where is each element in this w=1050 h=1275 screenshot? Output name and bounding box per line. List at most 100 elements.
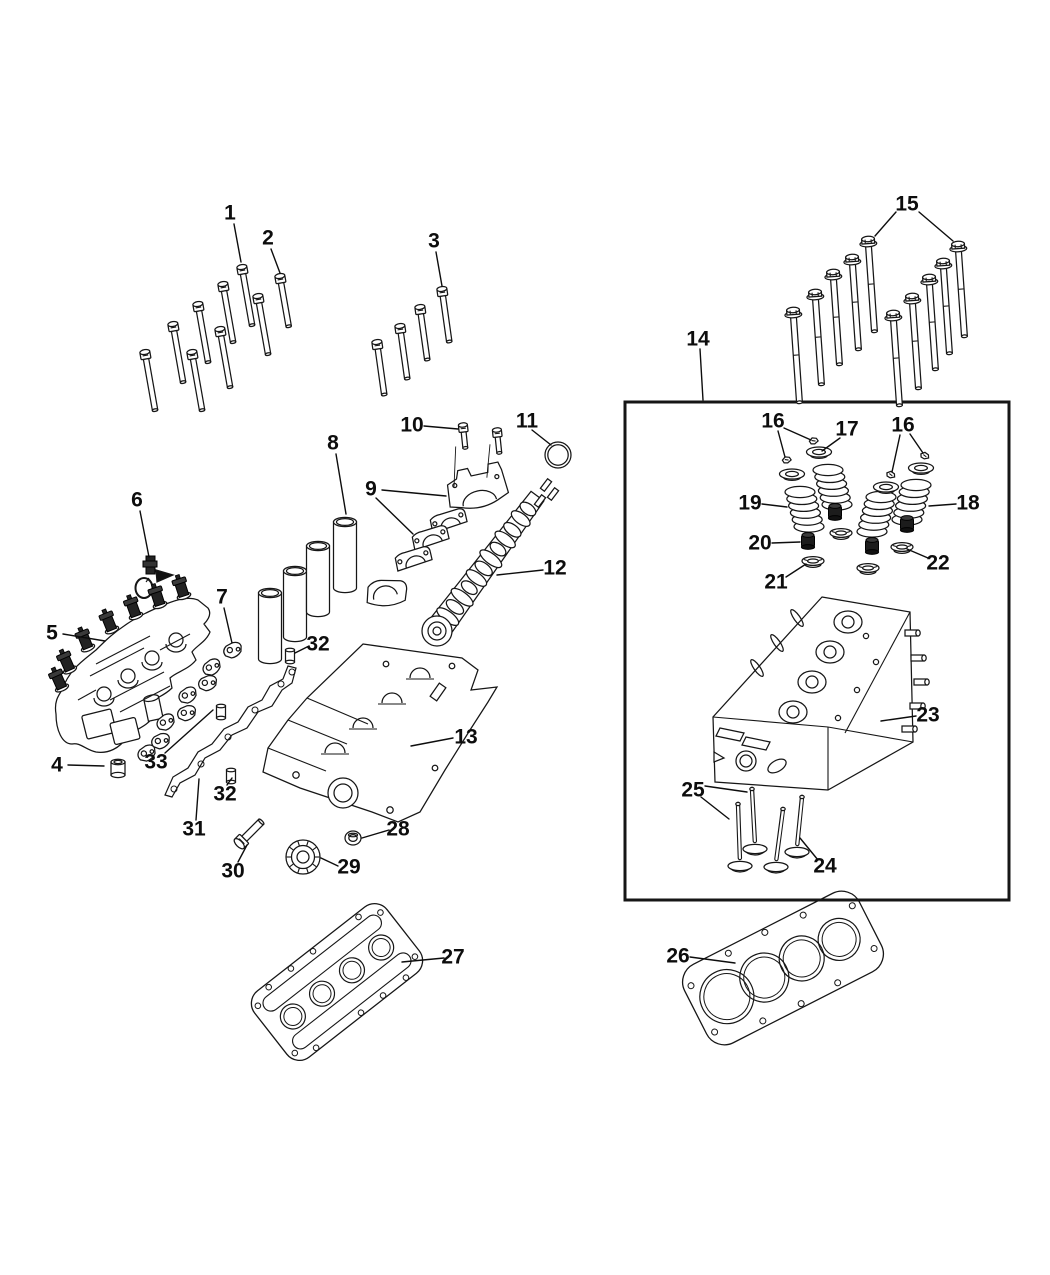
callout-31: 31 [182,818,206,841]
head-bolt [806,288,826,387]
cam-carrier-housing [262,643,499,823]
callout-20: 20 [748,532,771,555]
rocker-arm [151,732,170,750]
bolt [139,348,159,413]
valve-stem-seal [800,532,816,550]
valves [727,786,810,874]
leader-line [67,764,105,767]
solenoid-tower [56,648,78,675]
spring-seat [829,527,853,541]
camshaft-cap-bolt-cluster [139,263,453,413]
cylinder-head [712,596,930,791]
leader-line [223,607,233,644]
leader-line [320,857,339,867]
leader-line [361,829,390,839]
tappet-sleeve [332,516,358,594]
callout-30: 30 [221,860,244,883]
leader-line [164,709,214,754]
spring-retainer [907,462,935,476]
leader-line [410,737,454,747]
callout-17: 17 [835,418,858,441]
camshaft-sensor [134,555,175,599]
bolt [394,322,411,381]
bolt [192,300,212,365]
cam-trigger-tab [533,493,547,509]
head-bolt [920,273,940,372]
cam-carrier-gasket [164,665,297,798]
rocker-arm [137,744,156,762]
bolt [436,285,453,344]
leader-line [891,434,901,473]
callout-7: 7 [216,586,228,609]
callout-3: 3 [428,230,440,253]
callout-28: 28 [386,818,410,841]
callout-26: 26 [666,945,689,968]
bolt [186,348,206,413]
head-bolt [784,306,804,405]
cam-trigger-tab [539,477,553,493]
rocker-arms-loose [137,641,242,762]
valve-stem-seal [899,515,915,533]
leader-line [294,645,310,654]
callout-15: 15 [895,193,919,216]
solenoid-tower [48,666,70,693]
callout-32: 32 [213,783,236,806]
callout-33: 33 [144,751,167,774]
leader-line [270,248,281,274]
tappet-sleeve [305,540,331,618]
callout-14: 14 [686,328,710,351]
rocker-arm [156,713,175,731]
solenoid-tower [123,594,144,621]
leader-line [777,430,786,458]
valve-spring [784,485,825,533]
rocker-arm [223,641,242,659]
leader-line [874,211,897,237]
cam-trigger-tab [546,486,560,502]
callout-9: 9 [365,478,377,501]
bolt [233,818,265,850]
callout-29: 29 [337,856,360,879]
leader-line [783,427,812,441]
engine-valve [727,801,753,873]
foot [143,694,164,722]
solenoid-tower [147,582,168,610]
spring-retainer [872,481,900,495]
callout-23: 23 [916,704,939,727]
callout-24: 24 [813,855,837,878]
camshaft [421,477,560,647]
bolt [214,325,234,390]
cam-bearing-cap [411,525,450,551]
leader-line [799,837,819,861]
valve-spring [856,490,897,538]
tappet [110,758,126,779]
callout-5: 5 [46,622,58,645]
bolt [414,303,431,362]
valve-keeper [886,470,896,479]
spring-retainer [778,468,806,482]
callout-16: 16 [891,414,914,437]
leader-line [401,957,445,963]
cylinder-head-bolt-cluster [784,235,969,408]
head-bolt [884,309,904,408]
leader-line [906,548,929,559]
valve-keeper [808,437,819,445]
callout-2: 2 [262,227,274,250]
solenoid-tower [171,573,192,601]
head-bolt [859,235,879,334]
foot [81,708,117,740]
cam-thrust-cap [446,444,510,509]
leader-line [689,956,736,964]
callout-19: 19 [738,492,761,515]
detail-box [623,400,1011,902]
tappet-sleeve [282,565,308,643]
cam-half-cap [366,579,408,607]
valve-stem-seal [827,503,843,521]
cam-bearing-cap [394,546,433,572]
leader-line [699,348,704,401]
valve-cover-gasket [250,902,424,1062]
bolt [236,263,256,328]
leader-line [233,223,242,263]
callout-12: 12 [543,557,566,580]
